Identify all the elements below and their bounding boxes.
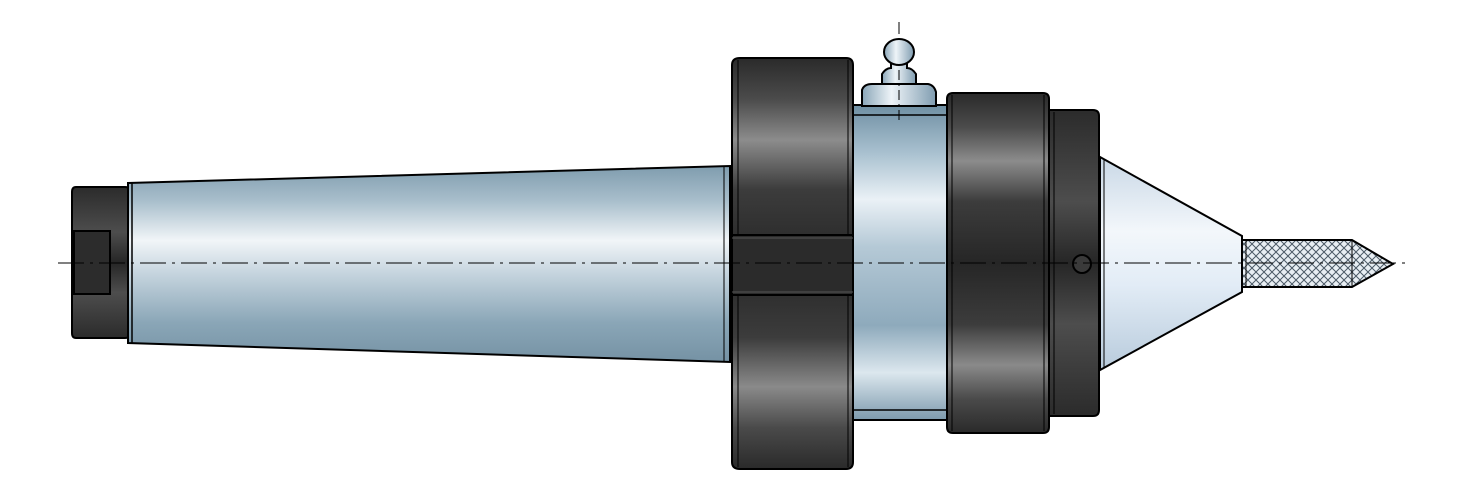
pin-hole <box>1072 254 1092 274</box>
front-ring <box>731 57 854 470</box>
knurled-tip <box>1241 239 1396 288</box>
grease-nipple <box>861 22 937 120</box>
morse-taper-shank <box>127 164 731 364</box>
